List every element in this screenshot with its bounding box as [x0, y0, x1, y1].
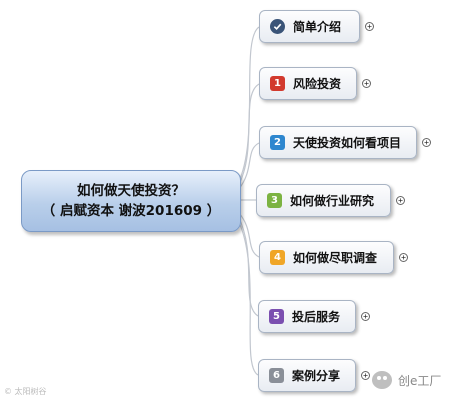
topic-angel-project-evaluation[interactable]: 2 天使投资如何看项目: [259, 126, 417, 159]
central-topic-title: 如何做天使投资？: [77, 183, 185, 199]
watermark-right: 创e工厂: [372, 371, 441, 389]
topic-label: 天使投资如何看项目: [293, 136, 402, 150]
priority-3-icon: 3: [267, 193, 282, 208]
topic-label: 案例分享: [292, 369, 341, 383]
topic-label: 如何做尽职调查: [293, 251, 378, 265]
topic-industry-research[interactable]: 3 如何做行业研究: [256, 184, 391, 217]
topic-label: 如何做行业研究: [290, 194, 375, 208]
central-topic[interactable]: 如何做天使投资？ （ 启赋资本 谢波201609 ）: [21, 170, 241, 232]
topic-post-investment-services[interactable]: 5 投后服务: [258, 300, 356, 333]
expand-icon[interactable]: +: [365, 22, 374, 31]
topic-label: 简单介绍: [293, 20, 342, 34]
expand-icon[interactable]: +: [422, 138, 431, 147]
priority-5-icon: 5: [269, 309, 284, 324]
expand-icon[interactable]: +: [396, 196, 405, 205]
priority-2-icon: 2: [270, 135, 285, 150]
connector-7: [237, 219, 259, 376]
wechat-icon: [372, 371, 392, 389]
priority-4-icon: 4: [270, 250, 285, 265]
expand-icon[interactable]: +: [361, 371, 370, 380]
topic-due-diligence[interactable]: 4 如何做尽职调查: [259, 241, 394, 274]
checkmark-icon: [270, 19, 285, 34]
connector-1: [237, 26, 260, 184]
watermark-right-text: 创e工厂: [398, 373, 442, 388]
connector-2: [237, 83, 260, 187]
expand-icon[interactable]: +: [399, 253, 408, 262]
topic-case-sharing[interactable]: 6 案例分享: [258, 359, 356, 392]
topic-intro[interactable]: 简单介绍: [259, 10, 360, 43]
priority-1-icon: 1: [270, 76, 285, 91]
expand-icon[interactable]: +: [361, 312, 370, 321]
topic-venture-capital[interactable]: 1 风险投资: [259, 67, 357, 100]
topic-label: 风险投资: [293, 77, 342, 91]
watermark-left: © 太阳树谷: [4, 387, 47, 396]
connector-6: [237, 215, 259, 317]
central-topic-subtitle: （ 启赋资本 谢波201609 ）: [41, 203, 221, 219]
expand-icon[interactable]: +: [362, 79, 371, 88]
priority-6-icon: 6: [269, 368, 284, 383]
connector-3: [237, 142, 260, 191]
connector-5: [237, 211, 260, 258]
topic-label: 投后服务: [292, 310, 341, 324]
